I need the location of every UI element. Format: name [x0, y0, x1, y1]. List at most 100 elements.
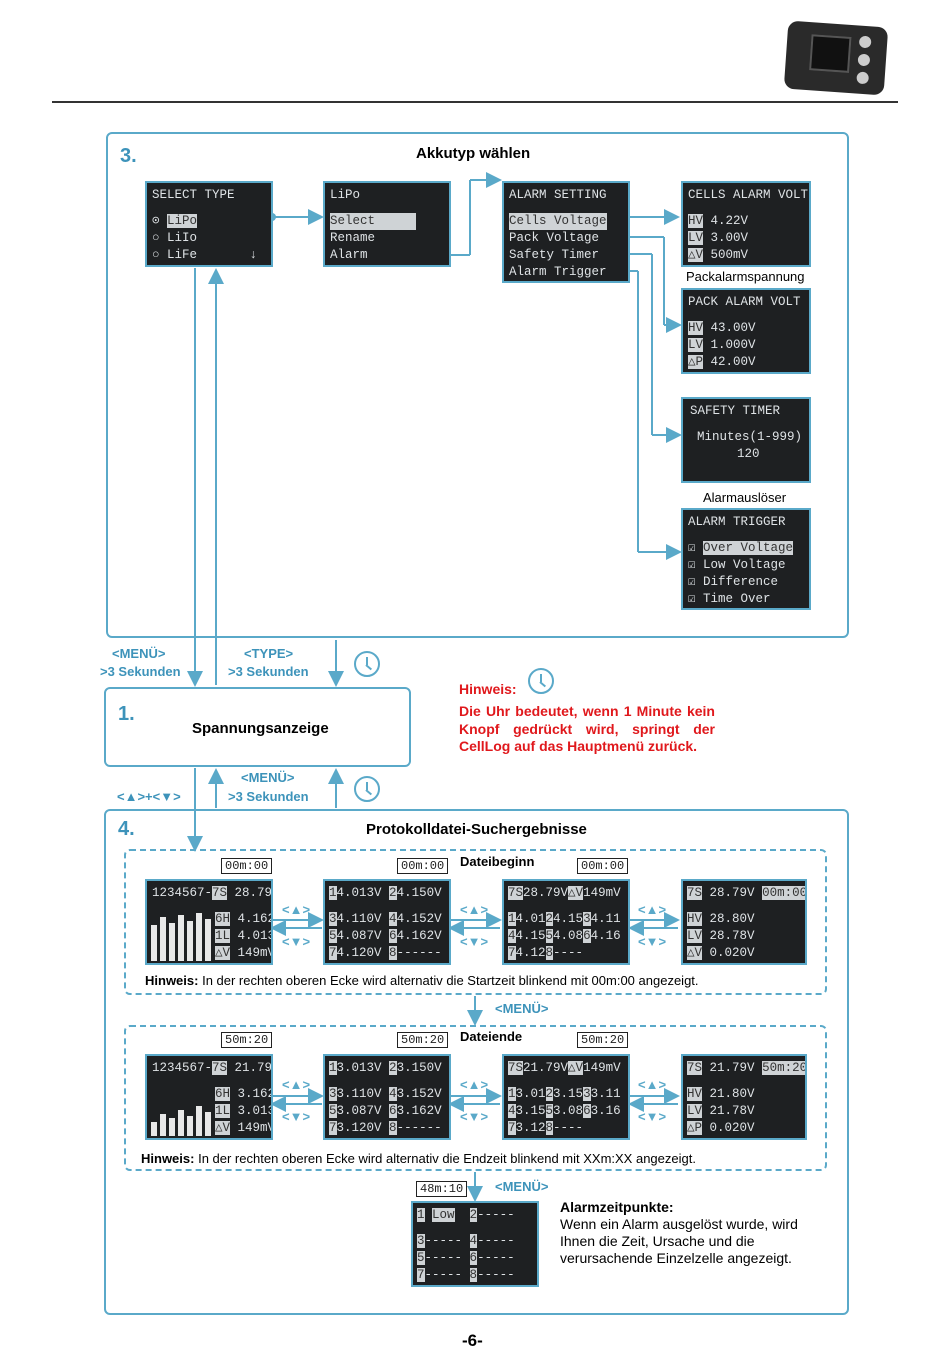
- pack-value: 28.79V: [523, 886, 569, 900]
- down-key-label: <▼>: [638, 934, 667, 949]
- end-group: [124, 1025, 827, 1171]
- pack-value: 21.79: [234, 1061, 273, 1075]
- screen-pack-alarm: PACK ALARM VOLT HV 43.00V LV 1.000V △P 4…: [681, 288, 811, 374]
- cell-value: 3.013V: [336, 1061, 382, 1075]
- cell-value: ------: [396, 1121, 442, 1135]
- cell-index: 8: [389, 946, 397, 960]
- up-key-label: <▲>: [638, 902, 667, 917]
- screen-title: ALARM SETTING: [509, 188, 607, 202]
- cell-index: 3: [417, 1234, 425, 1248]
- cell-value: 3.08: [553, 1104, 584, 1118]
- start-caption: Dateibeginn: [460, 854, 535, 869]
- cell-index: 1: [508, 1087, 516, 1101]
- cell-index: 6: [469, 1251, 478, 1265]
- cell-index: 4: [469, 1234, 478, 1248]
- cell-value: 4.16: [590, 929, 621, 943]
- row-key: LV: [687, 929, 703, 943]
- row-value: 28.78V: [709, 929, 755, 943]
- alarm-cause: -----: [477, 1208, 515, 1222]
- row-key: LV: [688, 231, 704, 245]
- menu-item-rename: Rename: [330, 231, 376, 245]
- alarm-cause: -----: [424, 1234, 463, 1248]
- up-key-label: <▲>: [282, 902, 311, 917]
- row-value: 21.80V: [709, 1087, 755, 1101]
- cell-index: 6: [583, 1104, 591, 1118]
- cell-value: ----: [553, 1121, 584, 1135]
- up-key-label: <▲>: [460, 1077, 489, 1092]
- screen-title: CELLS ALARM VOLT: [688, 188, 809, 202]
- pack-caption: Packalarmspannung: [686, 269, 805, 284]
- cell-value: 3.150V: [396, 1061, 442, 1075]
- cell-index: 7: [329, 946, 337, 960]
- cell-value: 3.162V: [396, 1104, 442, 1118]
- cell-value: 4.150V: [396, 886, 442, 900]
- row-key: HV: [687, 912, 703, 926]
- cell-index: 5: [329, 1104, 337, 1118]
- cell-value: 4.162V: [396, 929, 442, 943]
- up-key-label: <▲>: [282, 1077, 311, 1092]
- cell-index: 7: [417, 1268, 425, 1282]
- pack-value: 28.79V: [709, 886, 755, 900]
- screen-alarm-setting: ALARM SETTING Cells Voltage Pack Voltage…: [502, 181, 630, 283]
- clock-icon: [528, 668, 554, 694]
- alarm-cause: -----: [424, 1251, 463, 1265]
- row-key: 6H: [215, 1087, 231, 1101]
- cell-index: 8: [389, 1121, 397, 1135]
- updown-label: <▲>+<▼>: [117, 789, 181, 804]
- pack-value: 21.79V: [523, 1061, 569, 1075]
- down-key-label: <▼>: [460, 1109, 489, 1124]
- cell-index: 6: [389, 929, 397, 943]
- cell-value: 3.120V: [336, 1121, 382, 1135]
- row-value: 0.020V: [709, 946, 755, 960]
- alarm-cause: -----: [477, 1268, 515, 1282]
- cell-value: ----: [553, 946, 584, 960]
- time-label: 00m:00: [221, 858, 273, 874]
- screen-alarm-trigger: ALARM TRIGGER ☑ Over Voltage ☑ Low Volta…: [681, 508, 811, 610]
- cell-value: 3.15: [553, 1087, 584, 1101]
- cell-index: 2: [389, 1061, 397, 1075]
- cell-index: 5: [545, 929, 554, 943]
- delta-value: 149mV: [583, 886, 621, 900]
- time-label: 50m:20: [577, 1032, 629, 1048]
- screen-title: LiPo: [330, 188, 361, 202]
- row-value: 28.80V: [709, 912, 755, 926]
- blink-time: 50m:20: [762, 1061, 807, 1075]
- row-key: LV: [688, 338, 704, 352]
- cell-value: 4.15: [515, 929, 546, 943]
- cell-index: 8: [545, 946, 554, 960]
- row-value: 43.00V: [710, 321, 756, 335]
- section-4-number: 4.: [118, 818, 135, 840]
- row-key: HV: [688, 321, 704, 335]
- cell-value: 3.01: [515, 1087, 546, 1101]
- log-screen-summary-start: 1234567-7S 28.79 6H 4.162 1L 4.013 △V 14…: [145, 879, 273, 965]
- cell-index: 1: [329, 886, 337, 900]
- screen-title: PACK ALARM VOLT: [688, 295, 801, 309]
- time-label: 00m:00: [397, 858, 449, 874]
- log-screen-compact-start: 7S28.79V△V149mV 14.0124.1534.11 44.1554.…: [502, 879, 630, 965]
- row-key: △V: [687, 946, 703, 960]
- screen-title: ALARM TRIGGER: [688, 515, 786, 529]
- cell-index: 7: [508, 1121, 516, 1135]
- cell-index: 2: [389, 886, 397, 900]
- cell-index: 3: [329, 1087, 337, 1101]
- trigger-difference: Difference: [703, 575, 779, 589]
- row-value: 149mV: [237, 1121, 273, 1135]
- menu-label: <MENÜ>: [112, 646, 166, 661]
- row-key: HV: [687, 1087, 703, 1101]
- clock-icon: [354, 651, 380, 677]
- log-screen-pack-end: 7S 21.79V 50m:20 HV 21.80V LV 21.78V △P …: [681, 1054, 807, 1140]
- cell-index: 3: [583, 912, 591, 926]
- end-hint: Hinweis: In der rechten oberen Ecke wird…: [141, 1151, 696, 1166]
- end-caption: Dateiende: [460, 1029, 523, 1044]
- cell-value: 4.15: [553, 912, 584, 926]
- cell-index: 6: [389, 1104, 397, 1118]
- hint-text: In der rechten oberen Ecke wird alternat…: [194, 1151, 696, 1166]
- log-screen-compact-end: 7S21.79V△V149mV 13.0123.1533.11 43.1553.…: [502, 1054, 630, 1140]
- log-id: 1234567-: [152, 886, 213, 900]
- alarm-cause: -----: [477, 1251, 515, 1265]
- cell-count: 7S: [687, 1061, 703, 1075]
- cell-index: 1: [508, 912, 516, 926]
- cell-value: 3.087V: [336, 1104, 382, 1118]
- screen-safety-timer: SAFETY TIMER Minutes(1-999) 120: [681, 397, 811, 483]
- row-value: 4.013: [237, 929, 273, 943]
